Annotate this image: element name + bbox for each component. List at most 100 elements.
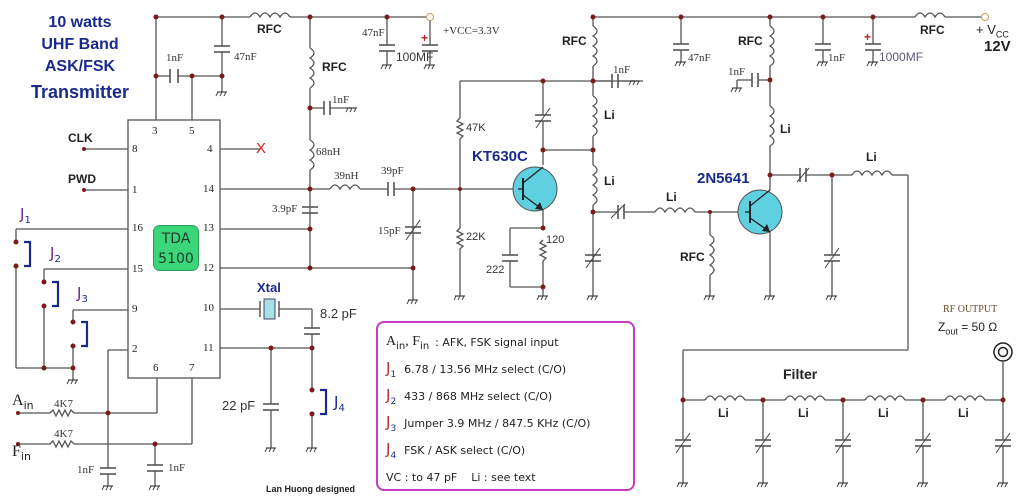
crystal (259, 298, 280, 320)
resistor-120-label: 120 (546, 234, 565, 246)
pin-7: 7 (189, 362, 195, 374)
rfc1-label: RFC (257, 22, 282, 36)
cap-1nf-q1-label: 1nF (613, 64, 631, 76)
legend-inputs-text: : AFK, FSK signal input (435, 336, 559, 349)
legend-box: Ain, Fin : AFK, FSK signal input J1 6.78… (376, 321, 635, 491)
cap-1nf-right-label: 1nF (828, 52, 846, 64)
vcc-3v3-terminal (426, 13, 434, 21)
pin-6: 6 (153, 362, 159, 374)
cap-fin-label: 1nF (168, 462, 186, 474)
jumper-j3-label: J3 (77, 284, 88, 305)
title-line-1: 10 watts (48, 14, 112, 31)
cap-47nf-vcc-label: 47nF (362, 27, 385, 39)
inductor-39nh-label: 39nH (334, 170, 359, 182)
capacitors (100, 43, 1011, 475)
rfc3-label: RFC (562, 34, 587, 48)
legend-j4-symbol: J4 (386, 440, 397, 461)
ain-label: Ain (12, 392, 34, 413)
legend-ain: Ain, Fin (386, 333, 430, 352)
title-line-3: ASK/FSK (44, 58, 116, 75)
cap-22pf-label: 22 pF (222, 398, 256, 413)
transistor-2n5641-label: 2N5641 (697, 170, 750, 187)
vcc-12v-value: 12V (984, 38, 1011, 55)
transistor-2n5641 (737, 189, 783, 235)
inductor-68nh-label: 68nH (316, 146, 341, 158)
legend-row-inputs: Ain, Fin : AFK, FSK signal input (386, 329, 625, 356)
legend-row-j1: J1 6.78 / 13.56 MHz select (C/O) (386, 356, 625, 383)
legend-j1-symbol: J1 (386, 359, 397, 380)
resistor-22k-label: 22K (466, 231, 486, 243)
pwd-label: PWD (68, 172, 96, 186)
pin-2: 2 (132, 343, 138, 355)
pin-16: 16 (132, 222, 143, 234)
pin-14: 14 (203, 183, 214, 195)
svg-text:+: + (421, 31, 428, 45)
polarity-marks: + + (421, 30, 871, 45)
inductor-li-1-label: Li (604, 108, 615, 122)
cap-100mf-label: 100MF (396, 50, 434, 64)
rfc6-label: RFC (680, 250, 705, 264)
ic-name-line1: TDA (161, 231, 191, 247)
legend-row-j3: J3 Jumper 3.9 MHz / 847.5 KHz (C/O) (386, 410, 625, 437)
legend-j4-text: FSK / ASK select (C/O) (404, 444, 526, 457)
fin-label: Fin (12, 443, 31, 464)
filter-inductor-1-label: Li (718, 406, 729, 420)
legend-j2-symbol: J2 (386, 386, 397, 407)
inductor-li-3-label: Li (666, 190, 677, 204)
filter-inductor-3-label: Li (878, 406, 889, 420)
cap-222-label: 222 (486, 264, 505, 276)
filter-label: Filter (783, 366, 818, 382)
cap-3-9pf-label: 3.9pF (272, 203, 298, 215)
wires (15, 12, 1004, 486)
rfc5-label: RFC (920, 23, 945, 37)
rf-output-connector-icon (993, 342, 1013, 362)
rfc2-label: RFC (322, 60, 347, 74)
resistor-47k-label: 47K (466, 122, 486, 134)
clk-label: CLK (68, 131, 93, 145)
rfc4-label: RFC (738, 34, 763, 48)
svg-text:+: + (864, 30, 871, 44)
filter-inductor-2-label: Li (798, 406, 809, 420)
pin-11: 11 (203, 342, 214, 354)
jumper-j1-label: J1 (20, 205, 31, 226)
cap-8-2pf-label: 8.2 pF (320, 306, 357, 321)
pin-8: 8 (132, 143, 138, 155)
cap-47nf-top-label: 47nF (234, 51, 257, 63)
pin-12: 12 (203, 262, 214, 274)
pin-1: 1 (132, 184, 138, 196)
vcc-12v-terminal (981, 13, 989, 21)
ic-name-line2: 5100 (158, 251, 194, 267)
inductor-li-5-label: Li (866, 150, 877, 164)
legend-footer: VC : to 47 pF Li : see text (386, 471, 536, 484)
resistor-fin-label: 4K7 (54, 428, 73, 440)
title-line-4: Transmitter (30, 82, 130, 102)
pin4-no-connect-mark: X (256, 140, 267, 157)
designer-credit: Lan Huong designed (266, 484, 355, 494)
pin-10: 10 (203, 302, 214, 314)
legend-row-j4: J4 FSK / ASK select (C/O) (386, 437, 625, 464)
legend-j3-symbol: J3 (386, 413, 397, 434)
xtal-label: Xtal (257, 280, 281, 295)
vcap-15pf-label: 15pF (378, 225, 401, 237)
transistor-kt630c-label: KT630C (472, 148, 528, 165)
pin-4: 4 (207, 143, 213, 155)
cap-1nf-q2-label: 1nF (728, 66, 746, 78)
pin-9: 9 (132, 303, 138, 315)
jumper-brackets (24, 240, 328, 416)
rf-output-label: RF OUTPUT (943, 304, 998, 315)
zout-label: Zout = 50 Ω (938, 320, 998, 337)
cap-39pf-label: 39pF (381, 165, 404, 177)
vcc-12v-label: + VCC (976, 22, 1009, 40)
pin-5: 5 (189, 125, 195, 137)
cap-1nf-rfc-label: 1nF (332, 94, 350, 106)
title-line-2: UHF Band (41, 36, 119, 53)
pin-3: 3 (152, 125, 158, 137)
legend-row-j2: J2 433 / 868 MHz select (C/O) (386, 383, 625, 410)
variable-capacitor-arrows (405, 107, 1011, 454)
inductor-li-2-label: Li (604, 174, 615, 188)
legend-j1-text: 6.78 / 13.56 MHz select (C/O) (404, 363, 567, 376)
cap-ain-label: 1nF (77, 464, 95, 476)
jumper-j4-label: J4 (334, 393, 345, 414)
cap-1nf-top-label: 1nF (166, 52, 184, 64)
